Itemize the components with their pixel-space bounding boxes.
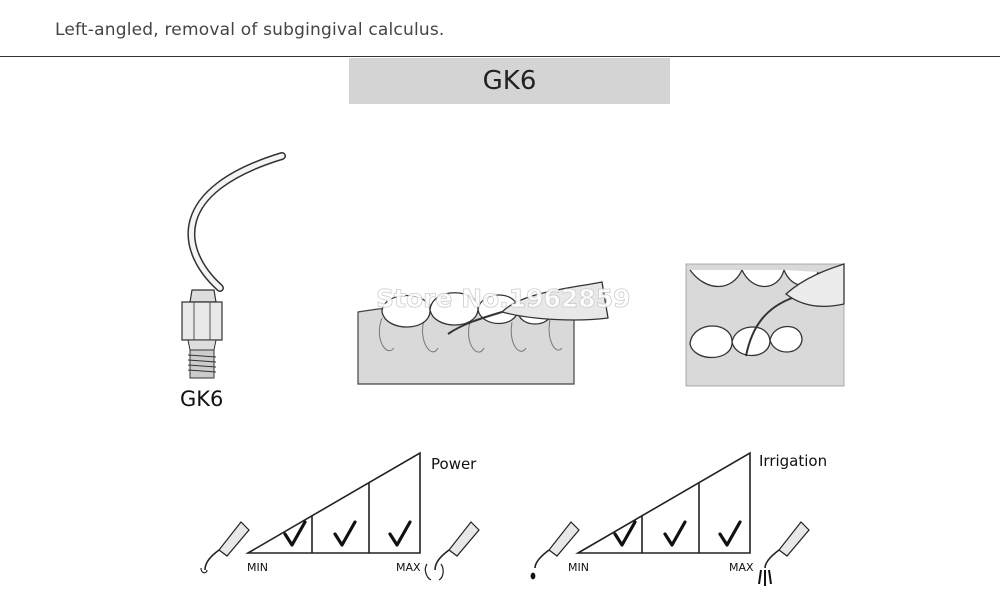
power-scale-graphic xyxy=(200,451,480,581)
irrigation-scale-min-label: MIN xyxy=(568,561,589,574)
product-title: GK6 xyxy=(482,66,537,96)
lower-jaw-illustration xyxy=(357,281,609,385)
tip-model-label: GK6 xyxy=(180,387,224,411)
page-subtitle: Left-angled, removal of subgingival calc… xyxy=(55,20,445,40)
power-scale-title: Power xyxy=(431,455,477,473)
power-scale-max-label: MAX xyxy=(396,561,421,574)
scaler-tip-illustration xyxy=(181,152,286,379)
irrigation-scale-graphic xyxy=(530,451,810,586)
header-divider xyxy=(0,56,1000,57)
power-scale-min-label: MIN xyxy=(247,561,268,574)
irrigation-scale-title: Irrigation xyxy=(759,452,828,470)
irrigation-scale-max-label: MAX xyxy=(729,561,754,574)
upper-lower-jaw-illustration xyxy=(685,263,845,387)
product-title-band: GK6 xyxy=(349,58,670,104)
store-watermark: Store No.1962859 xyxy=(376,284,631,314)
